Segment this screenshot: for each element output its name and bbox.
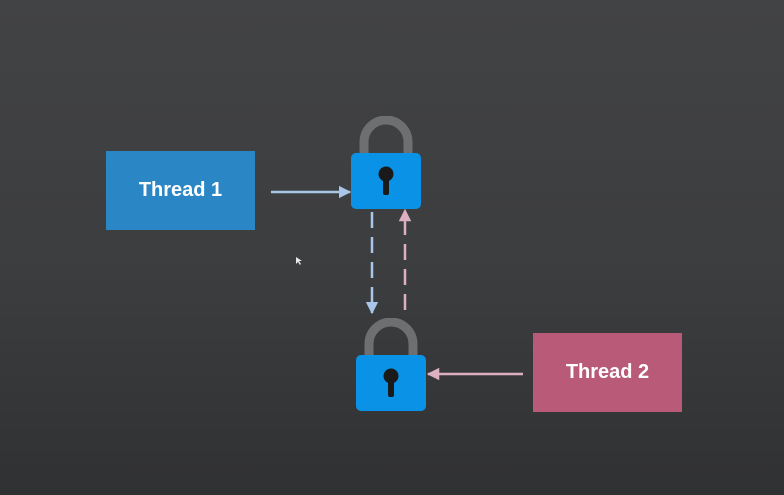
mouse-cursor-icon [296, 257, 302, 265]
thread-1-box: Thread 1 [106, 151, 255, 230]
thread-2-box: Thread 2 [533, 333, 682, 412]
padlock-icon [351, 116, 421, 209]
thread-2-label: Thread 2 [565, 361, 650, 383]
padlock-icon [356, 318, 426, 411]
thread-1-label: Thread 1 [138, 179, 223, 201]
